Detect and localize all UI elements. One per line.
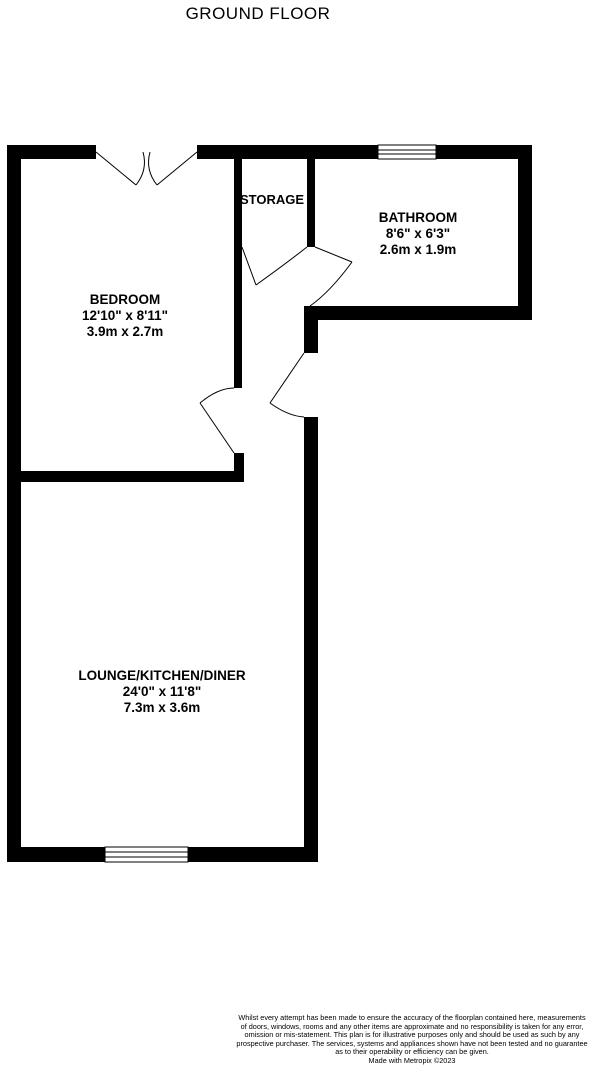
- wall-storage-partition: [307, 159, 315, 247]
- room-label-bathroom: BATHROOM 8'6" x 6'3" 2.6m x 1.9m: [348, 210, 488, 258]
- disclaimer-line: as to their operability or efficiency ca…: [335, 1047, 489, 1057]
- room-label-bedroom: BEDROOM 12'10" x 8'11" 3.9m x 2.7m: [50, 292, 200, 340]
- door-storage: [241, 246, 308, 286]
- wall-bathroom-bottom: [304, 306, 532, 320]
- room-metric-lounge: 7.3m x 3.6m: [123, 700, 201, 715]
- walls: [7, 145, 532, 862]
- disclaimer-line: omission or mis-statement. This plan is …: [244, 1030, 580, 1040]
- door-french-bedroom: [95, 151, 198, 186]
- windows: [104, 144, 437, 863]
- room-imperial-bedroom: 12'10" x 8'11": [81, 308, 169, 323]
- room-label-storage: STORAGE: [240, 192, 305, 207]
- wall-bedroom-stub: [234, 453, 244, 482]
- wall-bathroom-right: [518, 145, 532, 320]
- window-lounge: [104, 846, 189, 863]
- wall-hall-stub: [304, 306, 318, 353]
- disclaimer-line: prospective purchaser. The services, sys…: [236, 1038, 588, 1048]
- wall-bedroom-partition: [234, 159, 242, 388]
- room-metric-bedroom: 3.9m x 2.7m: [86, 324, 164, 339]
- wall-bedroom-bottom: [7, 471, 244, 482]
- room-imperial-bathroom: 8'6" x 6'3": [385, 226, 451, 241]
- window-bathroom: [377, 144, 437, 160]
- plan-title: GROUND FLOOR: [185, 4, 331, 23]
- wall-top-left: [7, 145, 96, 159]
- room-name-bedroom: BEDROOM: [89, 292, 161, 307]
- disclaimer-line: of doors, windows, rooms and any other i…: [240, 1021, 584, 1031]
- room-name-bathroom: BATHROOM: [378, 210, 458, 225]
- disclaimer: Whilst every attempt has been made to en…: [228, 1013, 596, 1066]
- disclaimer-credit: Made with Metropix ©2023: [368, 1055, 456, 1065]
- wall-lounge-right: [304, 417, 318, 862]
- wall-left: [7, 145, 21, 862]
- room-label-lounge: LOUNGE/KITCHEN/DINER 24'0" x 11'8" 7.3m …: [52, 668, 272, 716]
- room-imperial-lounge: 24'0" x 11'8": [122, 684, 202, 699]
- door-hall: [269, 352, 305, 418]
- wall-top-right: [197, 145, 532, 159]
- room-metric-bathroom: 2.6m x 1.9m: [379, 242, 457, 257]
- disclaimer-line: Whilst every attempt has been made to en…: [238, 1013, 586, 1022]
- door-bedroom: [199, 387, 235, 454]
- door-bathroom: [309, 246, 353, 307]
- doors: [95, 151, 353, 454]
- room-name-lounge: LOUNGE/KITCHEN/DINER: [78, 668, 246, 683]
